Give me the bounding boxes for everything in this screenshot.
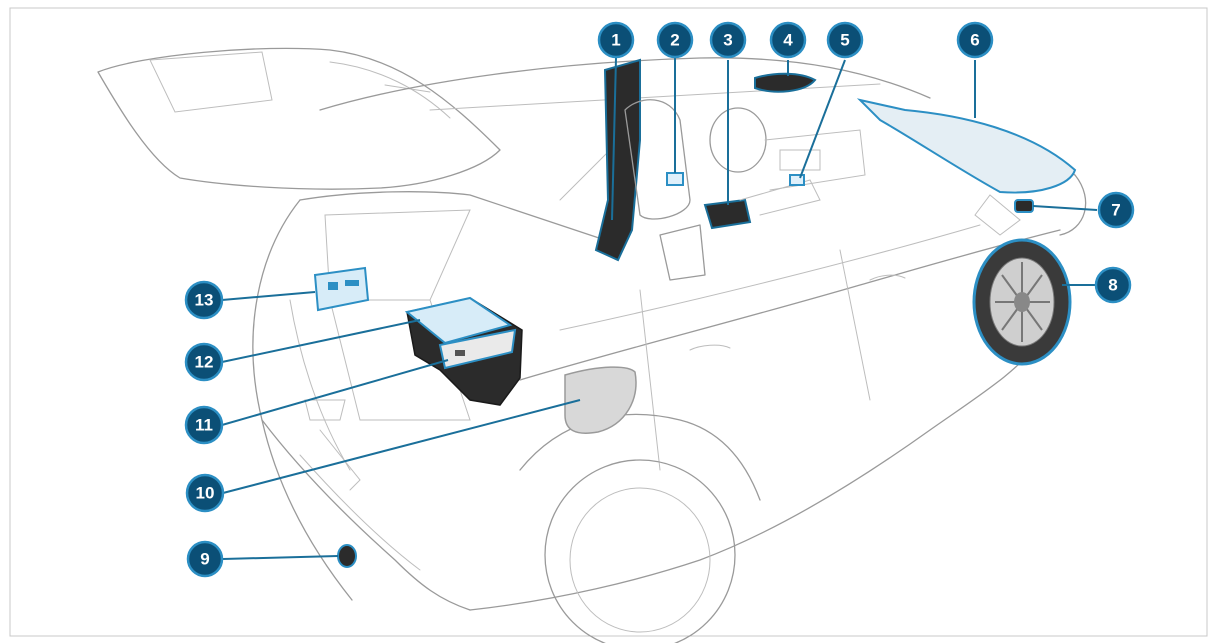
- body-belt-line: [519, 229, 1061, 381]
- leader-9: [222, 555, 339, 560]
- callout-12[interactable]: 12: [184, 342, 224, 382]
- callout-10[interactable]: 10: [185, 473, 225, 513]
- leader-10: [222, 399, 581, 494]
- front-sensor: [1014, 199, 1034, 213]
- rear-bumper: [261, 419, 471, 611]
- callout-9[interactable]: 9: [186, 540, 224, 578]
- svg-text:9: 9: [200, 550, 209, 569]
- callout-6[interactable]: 6: [956, 21, 994, 59]
- front-seat: [624, 99, 691, 220]
- front-wheel: [972, 238, 1072, 366]
- seat-control: [666, 172, 684, 186]
- leader-lines: [221, 57, 1098, 560]
- svg-text:7: 7: [1111, 201, 1120, 220]
- callout-7[interactable]: 7: [1097, 191, 1135, 229]
- tailgate-window: [149, 51, 273, 113]
- leader-13: [221, 291, 316, 301]
- svg-text:2: 2: [670, 31, 679, 50]
- callout-11[interactable]: 11: [184, 405, 224, 445]
- svg-text:5: 5: [840, 31, 849, 50]
- leader-7: [1032, 205, 1098, 211]
- center-console-tray: [703, 198, 752, 230]
- callout-5[interactable]: 5: [826, 21, 864, 59]
- dashboard-control: [789, 174, 805, 186]
- leader-12: [221, 319, 421, 363]
- leader-11: [221, 359, 449, 426]
- svg-text:13: 13: [195, 291, 214, 310]
- callout-2[interactable]: 2: [656, 21, 694, 59]
- headlight: [974, 194, 1021, 236]
- rearview-mirror: [754, 72, 817, 93]
- tow-hook-cover: [337, 544, 357, 568]
- roof-line: [319, 57, 931, 111]
- tailgate-spoiler: [329, 61, 451, 119]
- svg-text:4: 4: [783, 31, 793, 50]
- callout-4[interactable]: 4: [769, 21, 807, 59]
- rear-wheel: [519, 413, 761, 643]
- rear-opening-top: [299, 191, 621, 246]
- svg-text:12: 12: [195, 353, 214, 372]
- callout-8[interactable]: 8: [1094, 266, 1132, 304]
- b-pillar: [594, 58, 641, 262]
- tailgate: [97, 47, 501, 190]
- leader-5: [799, 59, 846, 179]
- svg-text:8: 8: [1108, 276, 1117, 295]
- car-illustration: [97, 47, 1087, 643]
- fuel-filler-flap: [564, 366, 637, 434]
- svg-text:1: 1: [611, 31, 620, 50]
- callout-13[interactable]: 13: [184, 280, 224, 320]
- svg-text:10: 10: [196, 484, 215, 503]
- seat-headrest: [659, 224, 706, 281]
- svg-text:3: 3: [723, 31, 732, 50]
- steering-wheel: [709, 107, 767, 173]
- callout-1[interactable]: 1: [597, 21, 635, 59]
- diagram-frame: [9, 7, 1208, 637]
- cargo-box-lid: [404, 296, 513, 345]
- svg-text:11: 11: [195, 416, 213, 435]
- callouts: 1 2 3 4 5 6 7 8 9 10 11 12 13: [184, 21, 1135, 578]
- leader-1: [611, 57, 617, 221]
- svg-text:6: 6: [970, 31, 979, 50]
- callout-3[interactable]: 3: [709, 21, 747, 59]
- body-lower: [469, 339, 1041, 611]
- cargo-control-panel: [313, 266, 370, 312]
- engine-hood: [856, 98, 1077, 194]
